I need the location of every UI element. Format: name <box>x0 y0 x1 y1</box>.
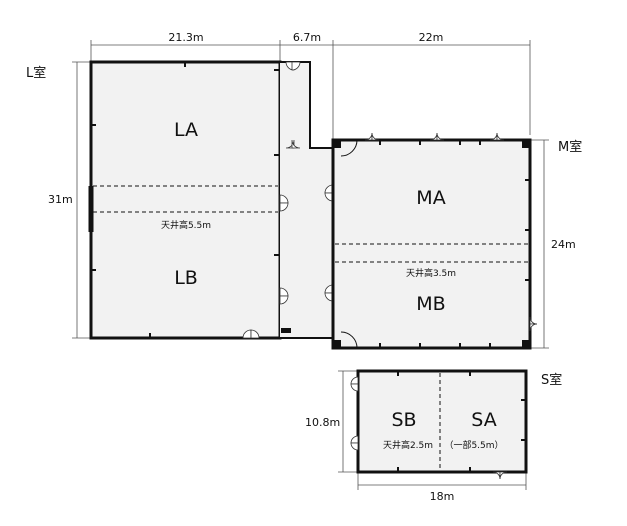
door-icon <box>436 132 445 141</box>
zone-mb: MB <box>416 293 445 315</box>
l-room-title: L室 <box>26 65 46 81</box>
l-width-label: 21.3m <box>168 31 203 44</box>
door-icon <box>529 323 538 332</box>
door-icon <box>496 132 505 141</box>
zone-sb: SB <box>391 409 416 431</box>
door-icon <box>291 139 301 149</box>
top-dimension: 21.3m 6.7m 22m <box>90 31 531 140</box>
l-height-dimension: 31m <box>48 61 91 339</box>
door-icon <box>350 376 359 385</box>
door-icon <box>279 202 289 212</box>
door-icon <box>350 383 359 392</box>
m-height-dimension: 24m <box>530 139 576 349</box>
room-l: L室 LA LB 天井高5.5m <box>26 60 282 340</box>
door-icon <box>350 442 359 451</box>
l-ceiling-note: 天井高5.5m <box>161 219 211 231</box>
room-s: S室 10.8m 18m SB SA 天井高2.5m （一部5.5m） <box>305 369 562 503</box>
s-room-title: S室 <box>541 372 562 388</box>
zone-lb: LB <box>174 267 198 289</box>
m-height-label: 24m <box>551 238 576 251</box>
s-partial-ceiling-note: （一部5.5m） <box>444 439 503 451</box>
m-room-title: M室 <box>558 139 582 155</box>
room-m: M室 MA MB 天井高3.5m <box>331 132 582 350</box>
door-icon <box>371 132 380 141</box>
door-icon <box>250 329 260 339</box>
door-icon <box>499 471 508 480</box>
m-width-label: 22m <box>419 31 444 44</box>
s-height-label: 10.8m <box>305 416 340 429</box>
l-height-label: 31m <box>48 193 73 206</box>
zone-sa: SA <box>471 409 496 431</box>
corridor-width-label: 6.7m <box>293 31 321 44</box>
door-icon <box>350 435 359 444</box>
zone-ma: MA <box>416 187 445 209</box>
door-icon <box>291 61 301 71</box>
zone-la: LA <box>174 119 198 141</box>
s-width-label: 18m <box>430 490 455 503</box>
m-ceiling-note: 天井高3.5m <box>406 267 456 279</box>
s-ceiling-note: 天井高2.5m <box>383 439 433 451</box>
corridor <box>242 61 334 339</box>
door-icon <box>279 295 289 305</box>
